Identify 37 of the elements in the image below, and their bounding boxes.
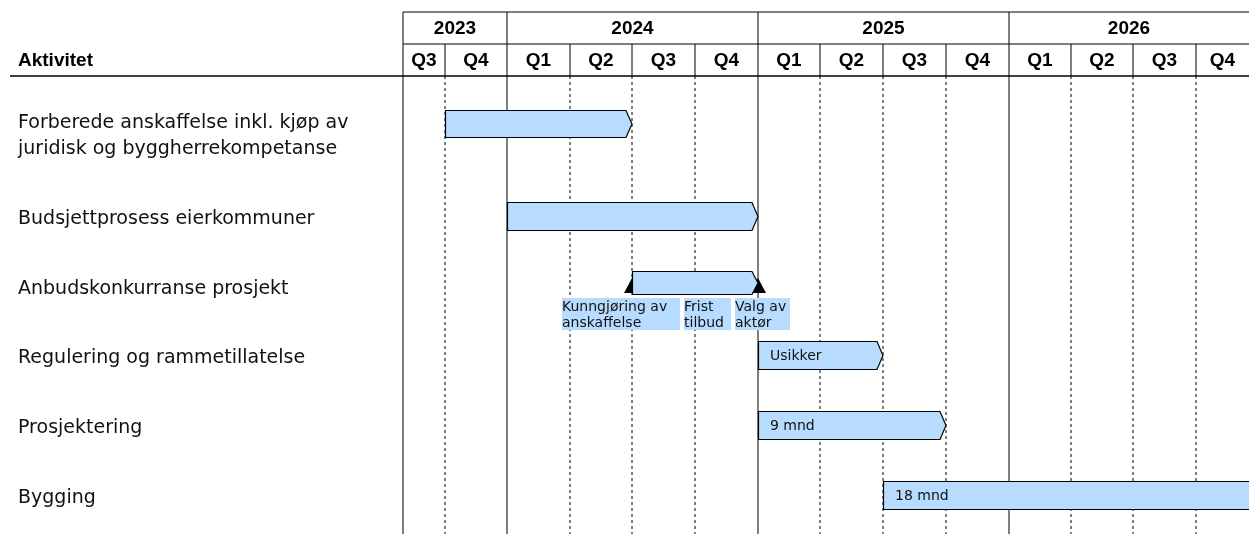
quarter-header: Q4 xyxy=(963,48,992,72)
bar-label: 18 mnd xyxy=(895,486,949,505)
quarter-header: Q4 xyxy=(1208,48,1237,72)
bar-label: Usikker xyxy=(770,346,822,365)
timeline-bar xyxy=(883,481,1249,510)
year-header: 2025 xyxy=(861,16,906,40)
quarter-header: Q1 xyxy=(775,48,803,72)
year-header: 2023 xyxy=(432,16,478,40)
timeline-bar xyxy=(445,110,632,138)
milestone-label: Kunngjøring av anskaffelse xyxy=(562,298,680,330)
bar-label: 9 mnd xyxy=(770,416,815,435)
year-header: 2024 xyxy=(610,16,655,40)
quarter-header: Q3 xyxy=(900,48,929,72)
quarter-header: Q2 xyxy=(587,48,615,72)
quarter-header: Q4 xyxy=(462,48,490,72)
timeline-bar xyxy=(507,202,758,231)
activity-name: Anbudskonkurranse prosjekt xyxy=(18,275,290,300)
timeline-bar xyxy=(758,341,883,370)
quarter-header: Q1 xyxy=(524,48,553,72)
activity-name: Bygging xyxy=(18,484,97,509)
milestone-label: Valg av aktør xyxy=(735,298,790,330)
column-header: Aktivitet xyxy=(18,48,93,72)
timeline-bar xyxy=(632,271,758,295)
quarter-header: Q1 xyxy=(1026,48,1054,72)
activity-name: Budsjettprosess eierkommuner xyxy=(18,205,316,230)
quarter-header: Q3 xyxy=(410,48,438,72)
quarter-header: Q3 xyxy=(1150,48,1179,72)
milestone-label: Frist tilbud xyxy=(684,298,731,330)
quarter-header: Q3 xyxy=(649,48,678,72)
year-header: 2026 xyxy=(1106,16,1152,40)
activity-name: Forberede anskaffelse inkl. kjøp av juridisk og byggherrekompetanse xyxy=(18,109,350,160)
activity-name: Prosjektering xyxy=(18,414,144,439)
quarter-header: Q2 xyxy=(837,48,866,72)
quarter-header: Q4 xyxy=(712,48,741,72)
timeline-bar xyxy=(758,411,946,440)
quarter-header: Q2 xyxy=(1088,48,1116,72)
activity-name: Regulering og rammetillatelse xyxy=(18,344,307,369)
